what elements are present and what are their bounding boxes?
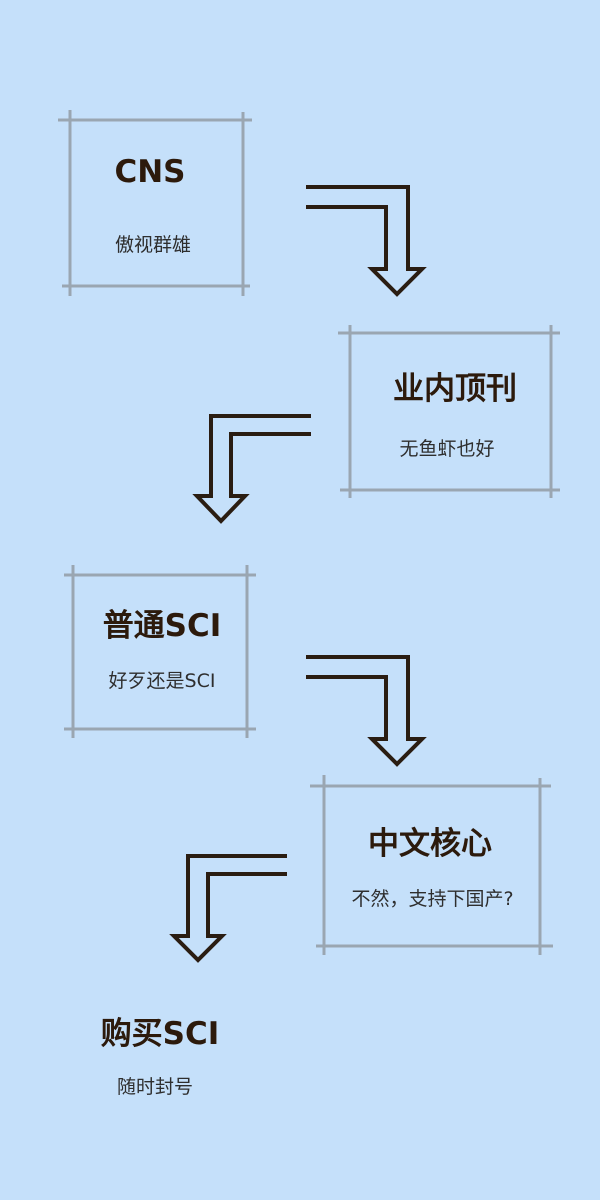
stage-subtitle-normal-sci: 好歹还是SCI [108, 670, 216, 692]
stage-title-top-journal: 业内顶刊 [393, 371, 517, 407]
stage-frame-3 [64, 565, 256, 738]
stage-title-cns: CNS [114, 154, 186, 190]
stage-frame-4 [310, 775, 553, 955]
arrow-left-down-icon [192, 414, 311, 524]
stage-title-normal-sci: 普通SCI [102, 608, 222, 644]
stage-title-buy-sci: 购买SCI [100, 1016, 220, 1052]
stage-subtitle-chinese-core: 不然，支持下国产? [351, 888, 514, 910]
stage-subtitle-buy-sci: 随时封号 [116, 1076, 193, 1098]
stage-frame-2 [338, 325, 560, 498]
stage-subtitle-cns: 傲视群雄 [114, 234, 191, 256]
stage-subtitle-top-journal: 无鱼虾也好 [399, 438, 495, 460]
stage-title-chinese-core: 中文核心 [368, 826, 492, 862]
arrow-right-down-icon [306, 655, 427, 767]
arrow-left-down-icon [169, 854, 287, 963]
arrow-right-down-icon [306, 185, 427, 297]
stage-frame-1 [58, 110, 252, 296]
